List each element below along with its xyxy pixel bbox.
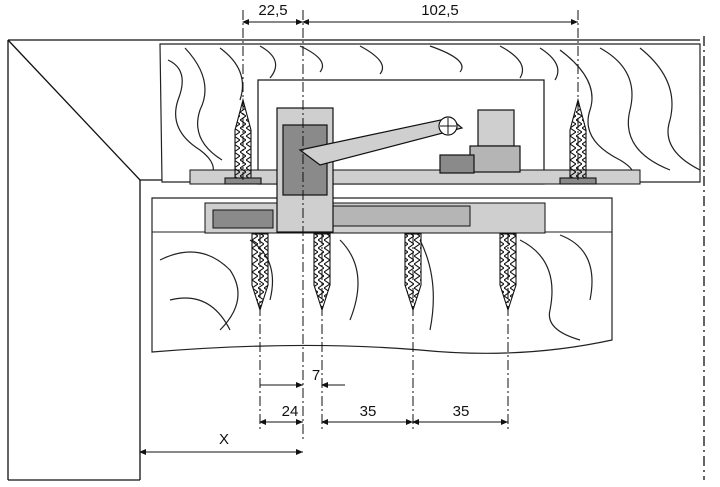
center-lines <box>139 10 579 480</box>
dim-spacing-second: 35 <box>360 403 377 420</box>
dim-spacing-first: 24 <box>282 403 299 420</box>
dim-spacing-third: 35 <box>453 403 470 420</box>
dim-top-right: 102,5 <box>421 2 459 19</box>
hinge-body <box>276 107 521 233</box>
dimension-lines <box>139 19 578 455</box>
dim-offset: 7 <box>312 367 320 384</box>
dim-variable-x: X <box>219 431 229 448</box>
dim-top-left: 22,5 <box>258 2 287 19</box>
